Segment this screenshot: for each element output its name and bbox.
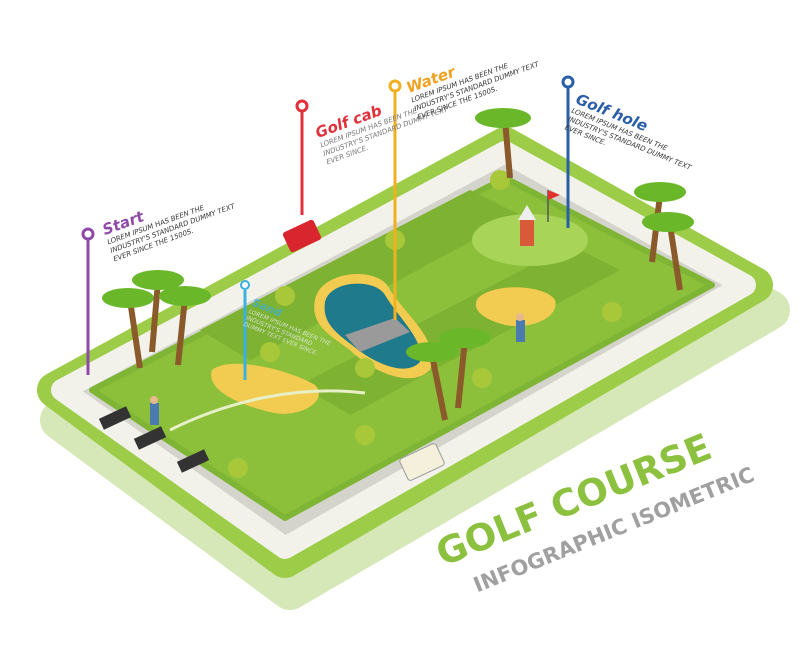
golfer — [516, 320, 525, 342]
tee-bench — [176, 449, 210, 473]
windmill — [520, 220, 534, 246]
golf-cart-white — [399, 443, 445, 481]
golfer — [150, 403, 159, 425]
flag-icon — [548, 190, 560, 200]
golf-cart-red — [282, 219, 322, 253]
pin-golf-cab — [295, 99, 309, 215]
sand-bunker — [211, 363, 319, 414]
ball-trajectory — [169, 389, 366, 432]
bridge — [345, 318, 410, 352]
palm-trees — [102, 108, 694, 421]
bushes — [228, 170, 622, 478]
pin-sand — [240, 280, 250, 380]
pin-golf-hole — [561, 75, 575, 228]
sand-bunker — [475, 287, 556, 327]
pin-water — [388, 79, 402, 320]
pin-start — [81, 227, 95, 375]
tee-bench — [98, 406, 132, 430]
tee-bench — [133, 426, 167, 450]
